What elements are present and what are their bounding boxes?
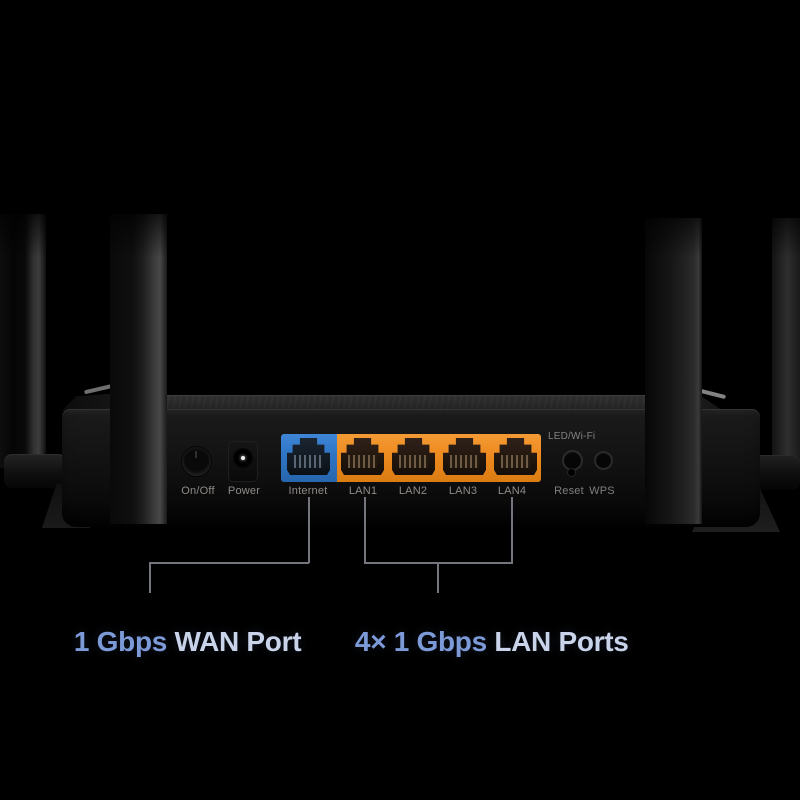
wps-label: WPS bbox=[589, 485, 615, 497]
on-off-label: On/Off bbox=[181, 485, 215, 497]
wan-annotation: 1 Gbps WAN Port bbox=[44, 594, 302, 690]
antenna-left-inner bbox=[110, 214, 167, 524]
top-fade-gradient bbox=[0, 0, 800, 258]
antenna-hinge-left bbox=[4, 454, 66, 488]
rj45-pins bbox=[347, 454, 378, 468]
lan1-label: LAN1 bbox=[348, 485, 378, 497]
power-label: Power bbox=[227, 485, 261, 497]
lid-edge-highlight-right bbox=[699, 388, 727, 400]
reset-label: Reset bbox=[554, 485, 584, 497]
lan-annotation: 4× 1 Gbps LAN Ports bbox=[325, 594, 629, 690]
wan-annotation-speed: 1 Gbps bbox=[73, 626, 175, 657]
rj45-pins bbox=[398, 454, 429, 468]
callout-line-wan-from-port bbox=[308, 497, 310, 563]
lan-annotation-speed: 4× 1 Gbps bbox=[354, 626, 495, 657]
callout-line-lan4 bbox=[511, 497, 513, 563]
internet-label: Internet bbox=[288, 485, 328, 497]
dc-jack-pin bbox=[241, 456, 245, 460]
rj45-pins bbox=[500, 454, 531, 468]
power-switch-button bbox=[182, 447, 211, 476]
lan4-label: LAN4 bbox=[497, 485, 527, 497]
lan-annotation-text: LAN Ports bbox=[494, 626, 629, 657]
callout-line-lan1 bbox=[364, 497, 366, 563]
rj45-pins bbox=[293, 454, 324, 468]
router-top-lid bbox=[162, 395, 698, 411]
wps-button bbox=[594, 451, 613, 470]
antenna-right-inner bbox=[645, 218, 702, 524]
rj45-pins bbox=[449, 454, 480, 468]
reset-pinhole bbox=[567, 468, 576, 477]
power-mark-icon bbox=[195, 451, 197, 458]
lan2-label: LAN2 bbox=[398, 485, 428, 497]
lan3-label: LAN3 bbox=[448, 485, 478, 497]
dc-power-jack bbox=[228, 441, 258, 482]
callout-line-wan-to-text bbox=[149, 562, 151, 593]
wan-annotation-text: WAN Port bbox=[174, 626, 302, 657]
dc-jack-barrel bbox=[233, 448, 253, 468]
callout-line-lan-to-text bbox=[437, 562, 439, 593]
antenna-right-outer bbox=[772, 218, 800, 470]
callout-line-wan-horizontal bbox=[149, 562, 309, 564]
led-wifi-label: LED/Wi-Fi bbox=[548, 431, 596, 442]
